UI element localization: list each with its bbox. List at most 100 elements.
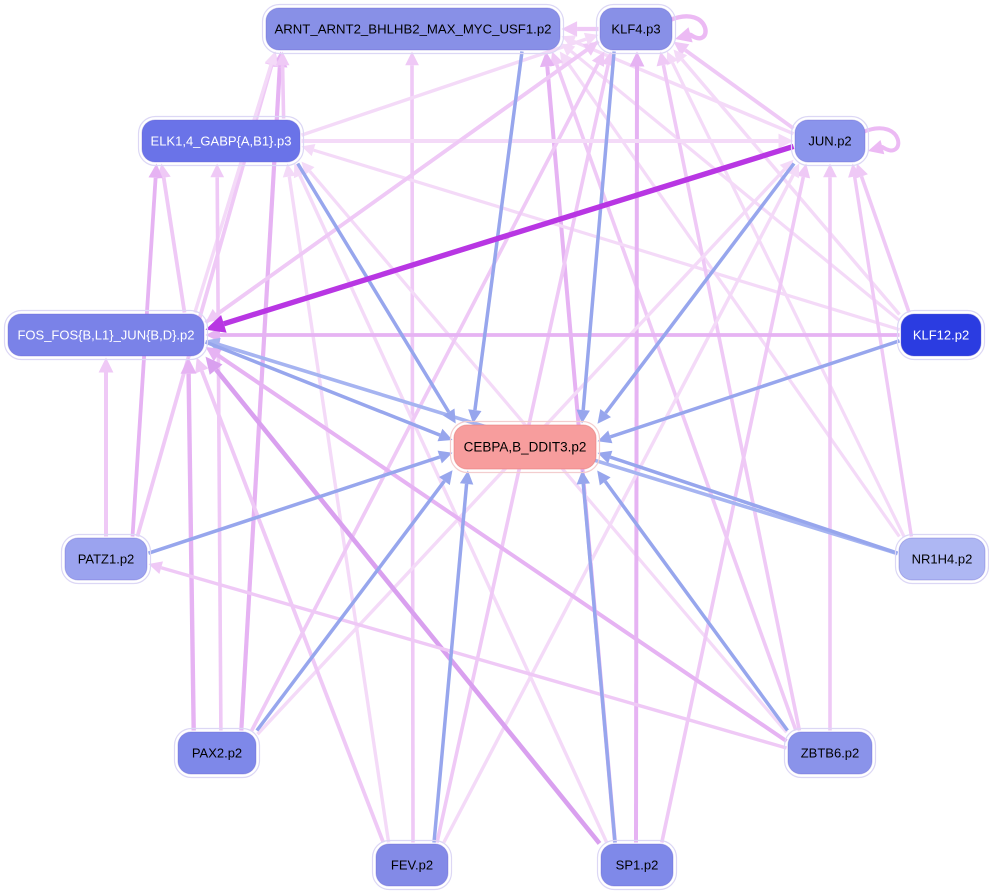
edge-FOS-to-CEBPA bbox=[204, 340, 441, 437]
node-KLF4[interactable]: KLF4.p3 bbox=[595, 3, 677, 55]
edge-arrow-FEV-to-ELK bbox=[282, 163, 296, 178]
edge-selfloop-arrow-KLF4 bbox=[675, 27, 693, 43]
node-ZBTB6[interactable]: ZBTB6.p2 bbox=[783, 727, 877, 779]
edge-arrow-JUN-to-CEBPA bbox=[597, 409, 611, 424]
edge-arrow-ELK-to-CEBPA bbox=[443, 408, 456, 424]
node-ELK[interactable]: ELK1,4_GABP{A,B1}.p3 bbox=[137, 115, 305, 167]
edge-arrow-PAX2-to-CEBPA bbox=[439, 470, 453, 486]
node-NR1H4[interactable]: NR1H4.p2 bbox=[894, 533, 989, 585]
edge-arrow-JUN-to-FOS bbox=[205, 315, 227, 333]
node-outline-ring bbox=[783, 727, 877, 779]
edge-ZBTB6-to-FOS bbox=[216, 353, 788, 743]
edge-arrow-ZBTB6-to-PATZ1 bbox=[148, 561, 163, 574]
edge-PATZ1-to-CEBPA bbox=[147, 455, 441, 555]
edge-arrow-PAX2-to-KLF4 bbox=[591, 51, 605, 67]
edge-arrow-JUN-to-ARNT bbox=[561, 35, 577, 48]
node-outline-ring bbox=[790, 115, 870, 167]
edge-arrow-ELK-to-JUN bbox=[778, 133, 794, 149]
edge-arrow-ZBTB6-to-CEBPA bbox=[597, 470, 611, 486]
node-ARNT[interactable]: ARNT_ARNT2_BHLHB2_MAX_MYC_USF1.p2 bbox=[261, 3, 565, 55]
edge-arrow-KLF12-to-FOS bbox=[205, 327, 220, 343]
edge-arrow-PATZ1-to-ELK bbox=[148, 163, 163, 179]
edge-JUN-to-FOS bbox=[222, 143, 795, 327]
node-SP1[interactable]: SP1.p2 bbox=[596, 839, 678, 891]
node-shape bbox=[898, 537, 986, 581]
edge-NR1H4-to-JUN bbox=[852, 176, 914, 537]
edge-SP1-to-CEBPA bbox=[581, 483, 617, 843]
edge-FEV-to-ARNT bbox=[410, 65, 415, 843]
edge-selfloop-arrow-JUN bbox=[868, 140, 885, 155]
node-shape bbox=[141, 119, 301, 163]
node-outline-ring bbox=[137, 115, 305, 167]
edge-FEV-to-ELK bbox=[287, 176, 391, 843]
edge-arrow-ELK-to-ARNT bbox=[275, 51, 290, 66]
edge-arrow-PATZ1-to-FOS bbox=[98, 357, 114, 373]
node-CEBPA[interactable]: CEBPA,B_DDIT3.p2 bbox=[449, 420, 601, 474]
node-outline-ring bbox=[173, 727, 261, 779]
edge-arrow-ZBTB6-to-KLF4 bbox=[656, 51, 671, 67]
node-shape bbox=[375, 843, 449, 887]
edge-arrow-JUN-to-KLF4 bbox=[673, 41, 690, 56]
edge-arrow-FEV-to-CEBPA bbox=[459, 470, 474, 485]
edge-arrow-PATZ1-to-CEBPA bbox=[437, 450, 453, 464]
node-shape bbox=[600, 843, 674, 887]
edge-NR1H4-to-KLF4 bbox=[671, 62, 906, 538]
edge-arrow-KLF12-to-ELK bbox=[301, 144, 316, 157]
edge-KLF12-to-KLF4 bbox=[680, 58, 901, 316]
edge-arrow-SP1-to-KLF4 bbox=[629, 51, 645, 67]
node-JUN[interactable]: JUN.p2 bbox=[790, 115, 870, 167]
edge-arrow-SP1-to-FOS bbox=[205, 356, 223, 375]
edge-JUN-to-CEBPA bbox=[604, 162, 796, 415]
node-PATZ1[interactable]: PATZ1.p2 bbox=[60, 533, 152, 585]
edge-arrow-ZBTB6-to-JUN bbox=[823, 163, 837, 178]
node-PAX2[interactable]: PAX2.p2 bbox=[173, 727, 261, 779]
edge-KLF12-to-JUN bbox=[859, 175, 911, 314]
edge-ELK-to-KLF4 bbox=[300, 37, 587, 137]
edge-arrow-KLF12-to-CEBPA bbox=[597, 430, 613, 444]
edge-arrow-ELK-to-KLF4 bbox=[583, 32, 599, 46]
node-FEV[interactable]: FEV.p2 bbox=[371, 839, 453, 891]
edge-arrow-ZBTB6-to-ARNT bbox=[550, 51, 564, 67]
edge-selfloop-KLF4 bbox=[667, 14, 708, 41]
edge-PAX2-to-FOS bbox=[186, 373, 196, 731]
edge-PATZ1-to-ELK bbox=[130, 177, 158, 537]
node-outline-ring bbox=[261, 3, 565, 55]
edge-SP1-to-FOS bbox=[214, 368, 602, 845]
edge-arrow-FOS-to-ARNT bbox=[264, 51, 278, 67]
edge-FOS-to-ELK bbox=[161, 177, 187, 313]
node-outline-ring bbox=[596, 839, 678, 891]
node-outline-ring bbox=[60, 533, 152, 585]
node-shape bbox=[787, 731, 873, 775]
node-KLF12[interactable]: KLF12.p2 bbox=[896, 309, 986, 361]
edge-selfloop-JUN bbox=[861, 126, 901, 153]
edge-ZBTB6-to-PATZ1 bbox=[160, 566, 787, 750]
edge-arrow-FOS-to-CEBPA bbox=[437, 428, 453, 442]
edge-SP1-to-JUN bbox=[660, 176, 806, 843]
edge-arrow-SP1-to-JUN bbox=[796, 163, 811, 179]
node-outline-ring bbox=[371, 839, 453, 891]
edge-arrow-FEV-to-ARNT bbox=[405, 51, 419, 66]
edge-KLF4-to-FOS bbox=[215, 40, 600, 316]
edge-arrow-NR1H4-to-JUN bbox=[848, 163, 862, 178]
edge-PAX2-to-ARNT bbox=[239, 66, 282, 731]
node-shape bbox=[453, 424, 597, 470]
node-shape bbox=[265, 7, 561, 51]
edge-arrow-PAX2-to-FOS bbox=[180, 357, 197, 374]
edge-ZBTB6-to-CEBPA bbox=[603, 480, 789, 732]
edge-KLF12-to-ELK bbox=[313, 148, 900, 332]
edge-PAX2-to-CEBPA bbox=[255, 480, 446, 732]
edge-FEV-to-CEBPA bbox=[432, 483, 469, 843]
edge-FEV-to-JUN bbox=[442, 174, 795, 844]
edge-arrow-SP1-to-ARNT bbox=[539, 51, 555, 68]
edge-arrow-ZBTB6-to-FOS bbox=[205, 346, 223, 362]
node-shape bbox=[64, 537, 148, 581]
edge-arrow-SP1-to-CEBPA bbox=[576, 470, 590, 485]
edge-arrow-SP1-to-ELK bbox=[293, 163, 306, 179]
edge-arrow-NR1H4-to-KLF4 bbox=[666, 51, 679, 66]
edge-KLF12-to-CEBPA bbox=[609, 339, 901, 439]
edge-ELK-to-ARNT bbox=[280, 65, 286, 119]
node-FOS[interactable]: FOS_FOS{B,L1}_JUN{B,D}.p2 bbox=[3, 309, 209, 361]
node-outline-ring bbox=[595, 3, 677, 55]
